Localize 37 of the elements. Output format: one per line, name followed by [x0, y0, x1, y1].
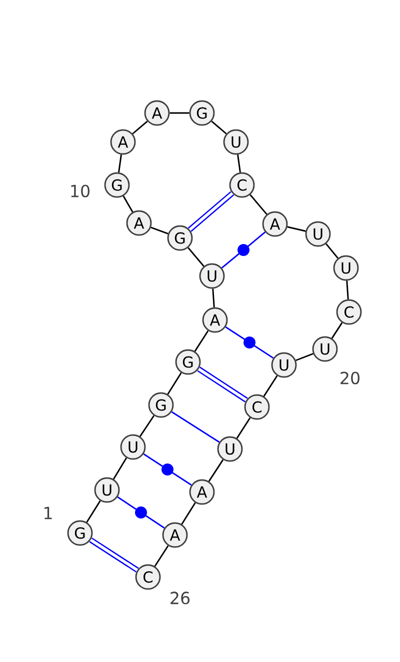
backbone-line [250, 194, 268, 215]
backbone-line [212, 288, 215, 308]
backbone-line [326, 243, 338, 259]
backbone-line [287, 226, 306, 232]
backbone-line [237, 154, 241, 172]
backbone-line [194, 330, 209, 352]
backbone-line [208, 459, 224, 482]
backbone-line [118, 154, 122, 172]
base-pair-line-with-dot [225, 326, 274, 359]
backbone-line [86, 500, 101, 523]
backbone-line [296, 352, 314, 362]
backbone-line [122, 196, 134, 212]
base-pair-line [171, 411, 220, 443]
backbone-line [154, 545, 169, 567]
backbone-line [346, 280, 349, 300]
position-number: 10 [71, 184, 90, 198]
backbone-line [211, 120, 227, 134]
backbone-line [188, 247, 204, 267]
base-pair-line-with-dot [117, 496, 165, 529]
backbone-line [167, 372, 182, 395]
backbone-line [139, 415, 155, 437]
backbone-line [170, 112, 190, 114]
backbone-line [181, 502, 196, 525]
backbone-line [132, 120, 148, 134]
base-pair-line [188, 191, 234, 232]
position-number: 26 [170, 592, 190, 604]
backbone-line [236, 417, 251, 439]
backbone-line [112, 458, 128, 480]
backbone-line [263, 375, 278, 397]
position-number: 20 [340, 372, 360, 384]
base-pair-line-with-dot [221, 232, 266, 268]
base-pair-line-with-dot [143, 453, 192, 486]
position-number: 1 [44, 506, 52, 520]
backbone-line [150, 226, 168, 234]
base-pair-line [197, 366, 248, 402]
base-pair-line [89, 538, 139, 572]
backbone-line [331, 322, 343, 339]
